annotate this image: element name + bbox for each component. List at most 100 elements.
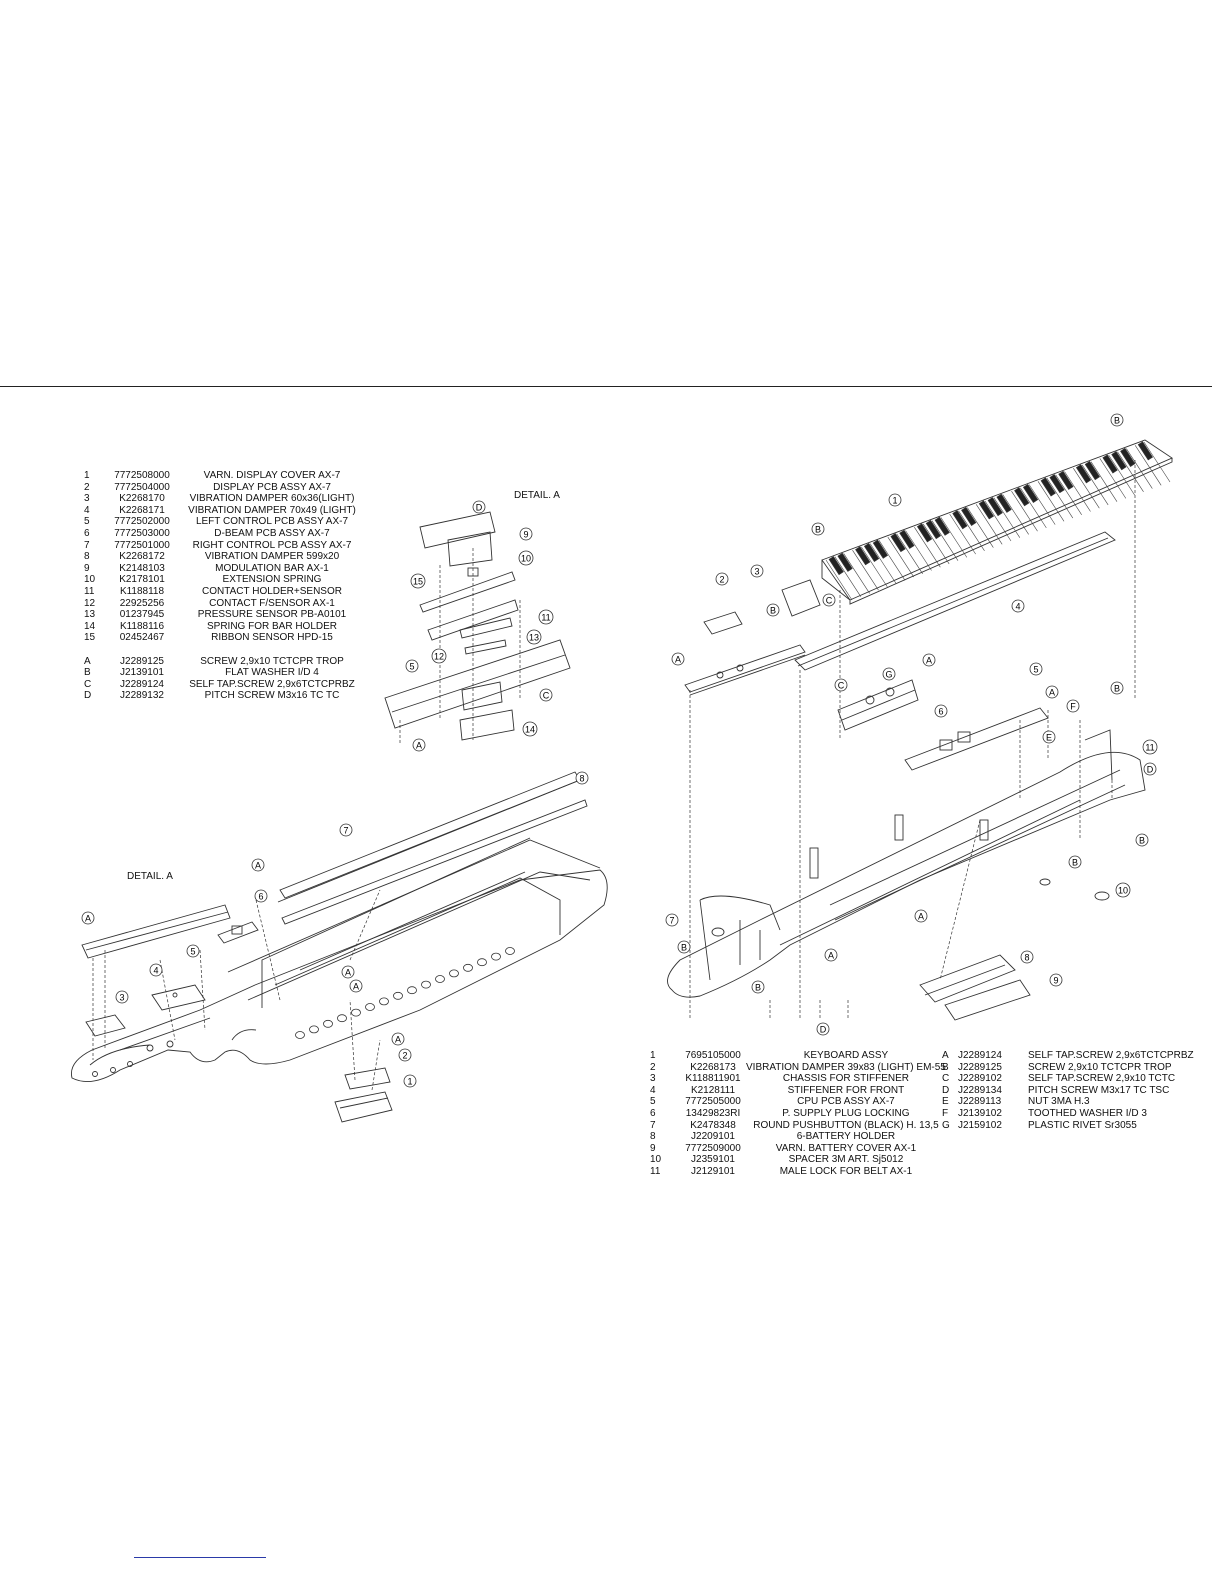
panel-button [435,975,445,983]
svg-text:A: A [828,951,834,961]
svg-text:7: 7 [669,916,674,926]
svg-text:A: A [395,1035,401,1045]
key-divider [1002,494,1029,535]
part-desc: EXTENSION SPRING [222,574,322,586]
callout-7: 7 [665,913,679,927]
svg-text:A: A [918,912,924,922]
part-desc: VIBRATION DAMPER 70x49 (LIGHT) [188,504,356,516]
callout-6: 6 [254,889,268,903]
svg-text:1: 1 [407,1077,412,1087]
panel-button [351,1008,361,1017]
callout-11: 11 [1142,739,1158,755]
key-divider [1126,448,1153,489]
svg-text:4: 4 [153,966,158,976]
svg-text:A: A [255,861,261,871]
key-divider [869,543,897,584]
detail-a-assembly [384,511,571,741]
part-num: E [942,1096,949,1108]
key-divider [1046,477,1074,519]
left-leader-lines [92,889,381,1091]
callout-1: 1 [403,1074,417,1088]
detail-a-label-left: DETAIL. A [127,871,173,882]
callout-A: A [81,911,95,925]
svg-text:8: 8 [1024,953,1029,963]
callout-D: D [472,500,486,514]
part-code: 7772503000 [114,527,170,539]
cpu-pcb [904,707,1049,771]
part-code: K2268171 [119,504,165,516]
part-num: 1 [650,1050,656,1061]
callout-2: 2 [715,572,729,586]
black-key [1111,451,1127,471]
callout-B: B [766,603,780,617]
part-num: 10 [84,574,96,586]
callout-A: A [349,979,363,993]
key-divider [887,536,915,578]
panel-button [421,980,431,989]
part-desc: MODULATION BAR AX-1 [215,562,329,574]
svg-text:15: 15 [413,577,423,587]
svg-text:D: D [1147,765,1154,775]
part-desc: FLAT WASHER I/D 4 [225,667,319,679]
chassis-stiffener [781,579,821,617]
panel-button [491,952,501,961]
callout-B: B [1110,413,1124,427]
black-key [1014,487,1030,507]
part-code: K2268170 [119,493,165,505]
footer-link-underline [134,1557,266,1558]
part-code: 01237945 [119,609,165,621]
part-num: B [942,1061,949,1073]
part-desc: PLASTIC RIVET Sr3055 [1028,1119,1137,1131]
part-num: D [942,1084,950,1096]
callout-1: 1 [888,493,902,507]
part-num: 7 [84,539,90,551]
callout-D: D [1143,762,1157,776]
callout-markers: 12345678AAAAA91011121314155ACD1234567891… [81,413,1158,1088]
svg-text:A: A [345,968,351,978]
key-divider [1064,471,1091,512]
callout-A: A [391,1032,405,1046]
svg-text:B: B [815,525,821,535]
key-divider [922,523,950,565]
callout-A: A [1045,685,1059,699]
svg-text:B: B [1114,416,1120,426]
right-housing [667,729,1146,998]
part-code: J2359101 [691,1154,735,1166]
callout-2: 2 [398,1048,412,1062]
part-desc: SELF TAP.SCREW 2,9x10 TCTC [1028,1073,1176,1085]
part-desc: D-BEAM PCB ASSY AX-7 [214,527,330,539]
spacer-3m [1094,891,1110,901]
part-num: 4 [84,504,90,516]
part-desc: LEFT CONTROL PCB ASSY AX-7 [195,516,349,528]
key-divider [993,497,1021,538]
part-desc: DISPLAY PCB ASSY AX-7 [213,481,331,493]
panel-button [379,997,389,1006]
svg-text:11: 11 [1145,743,1154,753]
key-divider [975,504,1003,545]
svg-text:5: 5 [1033,665,1038,675]
key-divider [896,533,923,574]
svg-text:7: 7 [343,826,348,836]
black-key [1040,477,1056,497]
part-desc: TOOTHED WASHER I/D 3 [1028,1107,1147,1119]
part-code: K1188116 [119,620,165,632]
part-num: 10 [650,1154,662,1166]
key-divider [1081,464,1109,506]
part-num: 3 [650,1073,656,1085]
key-divider [878,540,906,581]
parts-row: 4 K2268171 VIBRATION DAMPER 70x49 (LIGHT) [84,505,366,517]
panel-button [393,991,403,1000]
svg-text:1: 1 [892,496,897,506]
part-num: 9 [84,562,90,574]
